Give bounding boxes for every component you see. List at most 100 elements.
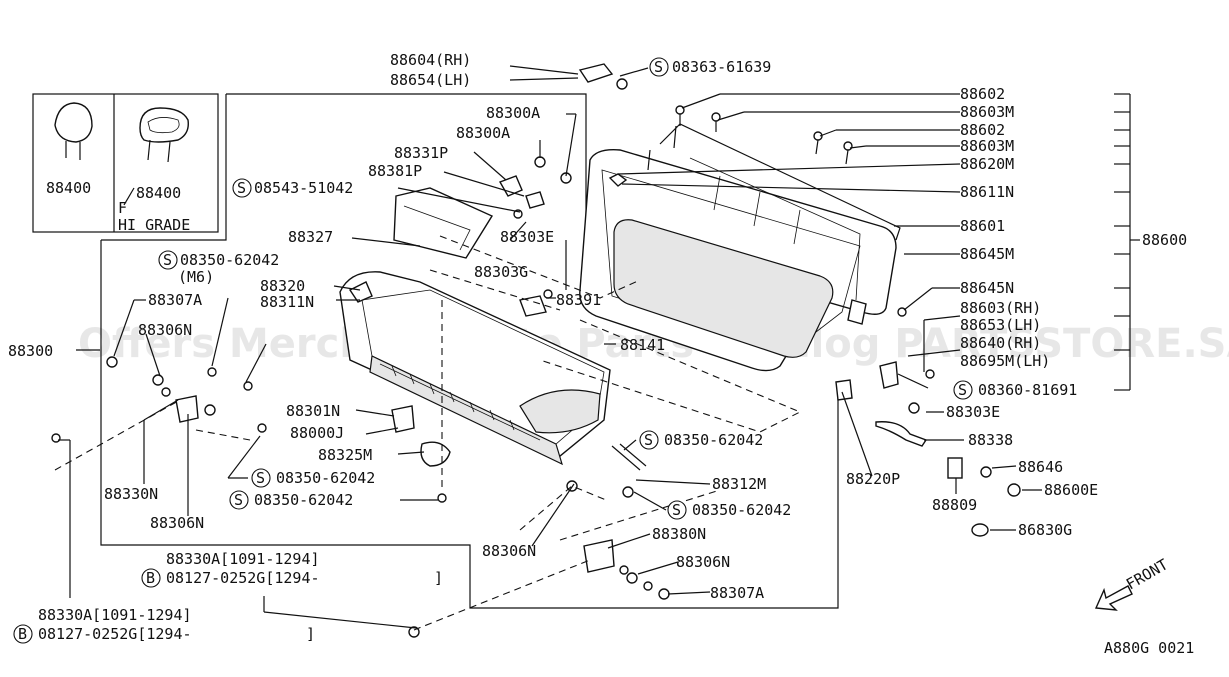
part-label: (M6) [178,268,214,286]
part-label: 08363-61639 [672,58,771,76]
screw-symbol-letter: S [958,381,967,399]
dashed-guides [54,235,802,631]
part-label: 88303E [500,228,554,246]
part-label: 88330A[1091-1294] [38,606,192,624]
part-label: 88602 [960,85,1005,103]
part-label: 88303E [946,403,1000,421]
part-label: 88306N [150,514,204,532]
part-label: 88220P [846,470,900,488]
leader-lines [58,65,1140,629]
inset-right-label: 88400 [136,184,181,202]
part-label: 08350-62042 [180,251,279,269]
bolt-symbol [13,624,33,644]
part-label: 08350-62042 [276,469,375,487]
part-label: 88604(RH) [390,51,471,69]
part-label: 88300A [456,124,510,142]
part-label: 88645M [960,245,1014,263]
inset-grade-letter: F [118,199,127,217]
part-label: 88306N [676,553,730,571]
part-label: 86830G [1018,521,1072,539]
screw-symbol [251,468,271,488]
part-label: 08127-0252G[1294- [166,569,320,587]
part-label: 88300 [8,342,53,360]
part-label: 88320 [260,277,305,295]
part-label: 08350-62042 [254,491,353,509]
part-label: 88141 [620,336,665,354]
part-label: 88300A [486,104,540,122]
inset-left-label: 88400 [46,179,91,197]
screw-symbol [953,380,973,400]
screw-symbol-letter: S [237,179,246,197]
part-label: 88330A[1091-1294] [166,550,320,568]
part-label: 08543-51042 [254,179,353,197]
part-label: 88327 [288,228,333,246]
part-label: 88640(RH) [960,334,1041,352]
screw-symbol [232,178,252,198]
part-label: 88653(LH) [960,316,1041,334]
screw-symbols: S S S S S S S S B B [13,57,973,644]
part-label: 88380N [652,525,706,543]
screw-symbol [229,490,249,510]
screw-symbol-letter: S [654,58,663,76]
part-label: 88645N [960,279,1014,297]
screw-symbol [667,500,687,520]
part-label: 88312M [712,475,766,493]
front-direction-indicator: FRONT [1094,555,1171,611]
part-label: 88307A [148,291,202,309]
part-labels: 88604(RH) 88654(LH) 08363-61639 88300A 8… [8,51,900,643]
screw-symbol-letter: S [234,491,243,509]
diagram-id: A880G 0021 [1104,639,1194,657]
part-label: 88646 [1018,458,1063,476]
front-label: FRONT [1123,555,1171,593]
screw-symbol [639,430,659,450]
group-boundary-88300 [100,93,839,609]
headrest-hi-grade-icon [139,107,189,163]
part-label: 88331P [394,144,448,162]
part-label: 88620M [960,155,1014,173]
bolt-symbol-letter: B [18,625,27,643]
part-label: 88303G [474,263,528,281]
part-label: 88391 [556,291,601,309]
seat-cushion-frame [339,271,611,466]
seat-back-assembly [579,123,901,372]
bolt-symbol [141,568,161,588]
part-label: 88325M [318,446,372,464]
inset-grade-text: HI GRADE [118,216,190,234]
part-label: 88600E [1044,481,1098,499]
part-label: 88602 [960,121,1005,139]
screw-symbol-letter: S [644,431,653,449]
part-label: 08350-62042 [664,431,763,449]
screw-symbol [158,250,178,270]
small-parts [51,63,1021,638]
front-arrow-icon [1094,585,1133,611]
part-label: 88695M(LH) [960,352,1050,370]
headrest-standard-icon [54,102,93,160]
screw-symbol [649,57,669,77]
part-label: 88603M [960,137,1014,155]
screw-symbol-letter: S [163,251,172,269]
part-label: 08350-62042 [692,501,791,519]
part-label: 88306N [138,321,192,339]
headrest-inset: 88400 88400 F HI GRADE [32,93,219,234]
part-label: 88338 [968,431,1013,449]
part-label: 88000J [290,424,344,442]
part-label: 88601 [960,217,1005,235]
part-label: 88611N [960,183,1014,201]
part-label: 88307A [710,584,764,602]
part-label: 88306N [482,542,536,560]
part-label: 88600 [1142,231,1187,249]
screw-symbol-letter: S [672,501,681,519]
part-label: 88311N [260,293,314,311]
part-label: ] [306,625,315,643]
part-label: 88301N [286,402,340,420]
part-label: 88603(RH) [960,299,1041,317]
screw-symbol-letter: S [256,469,265,487]
part-label: ] [434,569,443,587]
part-label: 88381P [368,162,422,180]
part-label: 88809 [932,496,977,514]
part-label: 88654(LH) [390,71,471,89]
bolt-symbol-letter: B [146,569,155,587]
part-88327-panel [393,187,494,259]
